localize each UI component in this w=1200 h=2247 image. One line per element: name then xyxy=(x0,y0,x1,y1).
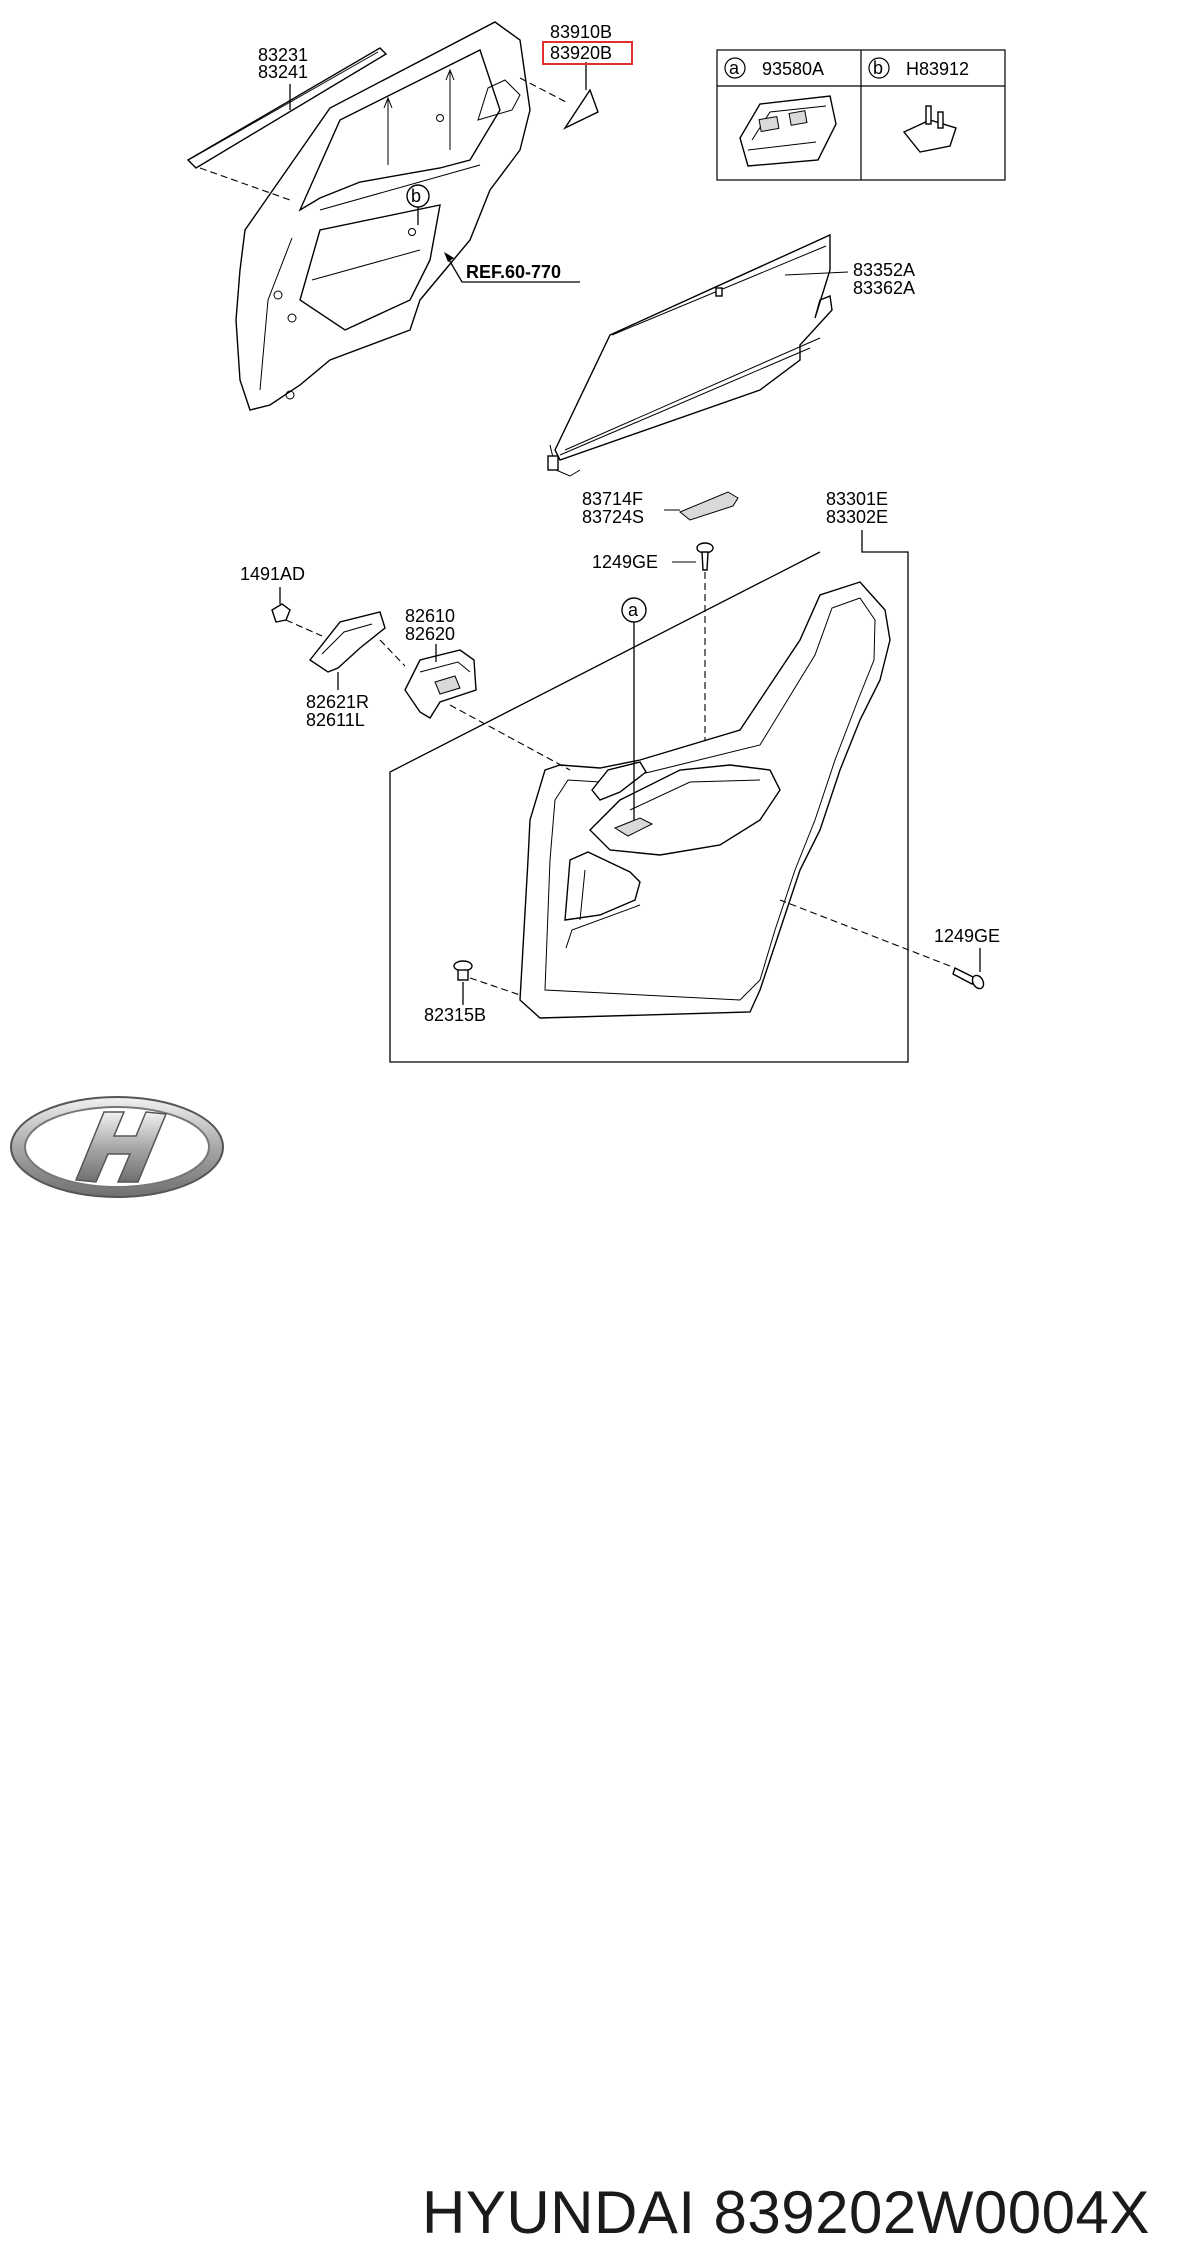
callout-83352a: 83352A xyxy=(853,260,915,280)
callout-83362a: 83362A xyxy=(853,278,915,298)
callout-83920b: 83920B xyxy=(550,43,612,63)
arrow-up-icon xyxy=(383,96,393,165)
handle-cover-grille xyxy=(679,491,739,521)
fastener-82315b xyxy=(453,960,521,1005)
screw-head xyxy=(971,974,985,990)
callout-82621r: 82621R xyxy=(306,692,369,712)
door-frame-rib xyxy=(259,237,293,391)
callout-1491ad: 1491AD xyxy=(240,564,305,584)
trim-shield-edge xyxy=(559,347,811,456)
door-trim-shield xyxy=(547,233,849,477)
map-pocket-edge xyxy=(579,869,586,921)
door-service-hole xyxy=(299,204,441,331)
clip-1491ad xyxy=(271,603,291,623)
leader-dashed xyxy=(379,639,406,667)
screw-shank xyxy=(952,967,976,985)
marker-a-label: a xyxy=(628,600,639,620)
callout-83231: 83231 xyxy=(258,45,308,65)
leader-line xyxy=(784,271,849,276)
ref-label: REF.60-770 xyxy=(466,262,561,282)
assembly-frame xyxy=(389,530,909,1063)
door-frame-rib-2 xyxy=(311,249,421,281)
door-bolt-hole xyxy=(436,114,444,122)
door-bolt-hole xyxy=(408,228,416,236)
exploded-door-diagram: b 83231 83241 83910B 83920B REF.60-770 a… xyxy=(186,21,1006,1063)
marker-b-label: b xyxy=(411,186,421,206)
inside-handle-edge xyxy=(419,661,471,673)
legend-key-b: b xyxy=(873,58,883,78)
callout-83302e: 83302E xyxy=(826,507,888,527)
trim-clip xyxy=(715,287,723,297)
door-frame-rib-3 xyxy=(319,164,481,211)
delta-cover-triangle xyxy=(563,88,599,130)
inside-handle-parts xyxy=(271,587,571,771)
parts-diagram: b 83231 83241 83910B 83920B REF.60-770 a… xyxy=(186,21,1006,1063)
leader-line-ref xyxy=(447,257,580,283)
highlight-box xyxy=(542,41,633,65)
callout-83724s: 83724S xyxy=(582,507,644,527)
window-switch-icon xyxy=(739,95,837,167)
door-frame-assembly: b xyxy=(186,21,580,411)
labels-lower-left: 1491AD 82610 82620 82621R 82611L 1249GE … xyxy=(240,564,1000,1025)
footer: HYUNDAI 839202W0004X xyxy=(0,1080,1200,2246)
window-switch-recess xyxy=(613,817,654,837)
callout-1249ge-right: 1249GE xyxy=(934,926,1000,946)
screw-shank xyxy=(701,551,709,571)
callout-82610: 82610 xyxy=(405,606,455,626)
callout-1249ge-top: 1249GE xyxy=(592,552,658,572)
hyundai-logo-icon xyxy=(10,1096,224,1198)
brand-name: HYUNDAI xyxy=(422,2179,696,2246)
callout-83910b: 83910B xyxy=(550,22,612,42)
handle-bezel-inner xyxy=(321,623,373,655)
leader-dashed xyxy=(779,899,951,967)
door-bolt-hole xyxy=(273,290,283,300)
callout-83241: 83241 xyxy=(258,62,308,82)
glass-run-strip-edge xyxy=(191,51,379,159)
trim-clip xyxy=(547,455,559,471)
leader-dashed xyxy=(285,619,323,637)
legend-key-a: a xyxy=(729,58,740,78)
legend-table: a 93580A b H83912 xyxy=(716,49,1006,181)
inside-handle-lever xyxy=(434,675,461,695)
arrow-up-icon xyxy=(445,68,455,150)
callout-83714f: 83714F xyxy=(582,489,643,509)
callout-82611l: 82611L xyxy=(306,710,365,730)
door-trim-assembly: a xyxy=(389,530,909,1063)
armrest-edge xyxy=(629,779,761,811)
door-mirror-mount xyxy=(477,79,521,121)
glass-run-strip xyxy=(186,47,388,169)
leader-dashed xyxy=(469,977,521,996)
legend-part-b: H83912 xyxy=(906,59,969,79)
callout-82620: 82620 xyxy=(405,624,455,644)
leader-dashed xyxy=(449,704,571,771)
fastener-body xyxy=(457,969,469,981)
map-pocket xyxy=(564,851,641,921)
inner-handle-recess xyxy=(591,761,647,801)
door-bolt-hole xyxy=(285,390,295,400)
trim-shield-outline xyxy=(554,233,833,461)
labels-top-left: 83231 83241 83910B 83920B REF.60-770 xyxy=(258,22,633,282)
delta-cover-part xyxy=(563,62,599,130)
trim-shield-edge xyxy=(564,337,821,451)
door-bolt-hole xyxy=(287,313,297,323)
callout-83301e: 83301E xyxy=(826,489,888,509)
clip-icon xyxy=(902,105,957,153)
leader-dashed xyxy=(199,167,291,201)
handle-cover-part xyxy=(664,491,739,521)
armrest xyxy=(589,764,781,856)
handle-bezel xyxy=(308,611,386,673)
map-pocket-edge xyxy=(565,904,641,949)
legend-part-a: 93580A xyxy=(762,59,824,79)
brand-caption: HYUNDAI 839202W0004X xyxy=(422,2178,1168,2247)
part-number: 839202W0004X xyxy=(713,2179,1150,2246)
callout-82315b: 82315B xyxy=(424,1005,486,1025)
ref-arrow-icon xyxy=(444,252,454,262)
labels-middle-right: 83352A 83362A 83714F 83724S 1249GE 83301… xyxy=(582,260,915,572)
legend-marker-a xyxy=(724,57,746,79)
screw-right xyxy=(779,899,985,990)
leader-dashed xyxy=(519,77,567,103)
legend-marker-b xyxy=(868,57,890,79)
door-trim-inner-edge xyxy=(544,597,876,1001)
